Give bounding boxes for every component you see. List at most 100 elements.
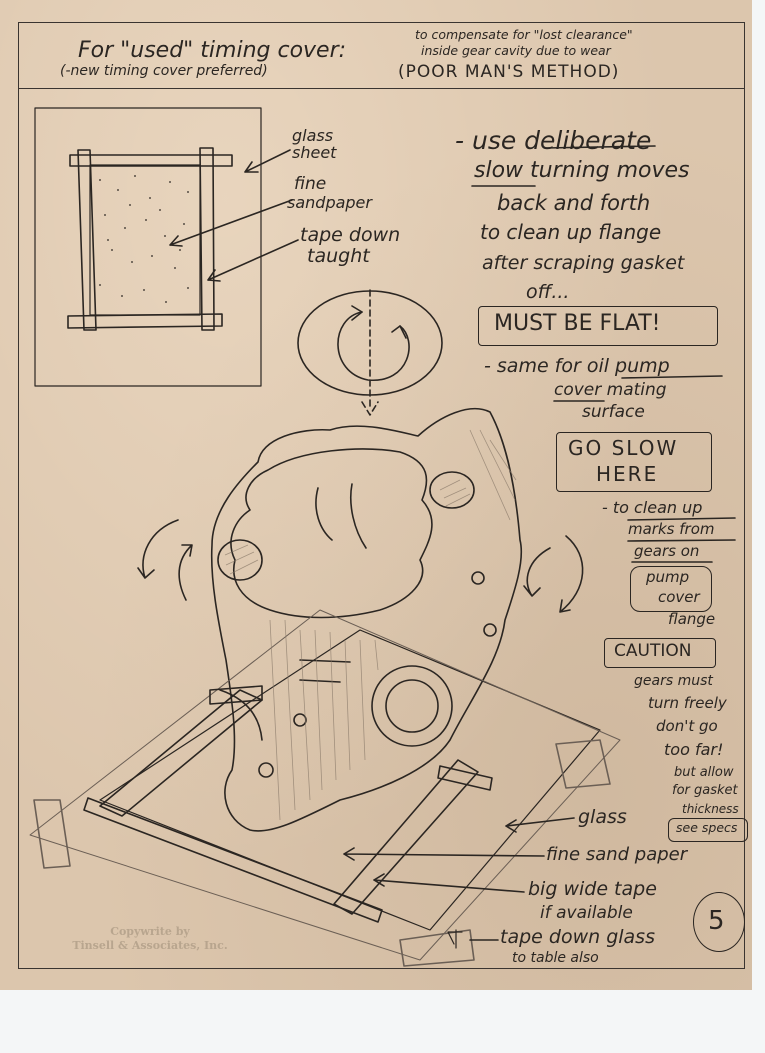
inset-tape-bottom [67, 313, 223, 329]
page-border [18, 22, 745, 969]
seal-bore-inner [385, 679, 439, 733]
inset-label-fine: fine [294, 174, 327, 194]
bottom-label-big-wide-tape: big wide tape [528, 878, 657, 900]
glass-outline [29, 609, 621, 961]
sandpaper-grit [99, 175, 189, 303]
inset-label-sheet: sheet [292, 143, 337, 162]
header-subtitle: (-new timing cover preferred) [60, 63, 268, 79]
arrow-glass-bottom [505, 817, 575, 833]
rib-2 [299, 679, 341, 683]
caution-line1: gears must [634, 673, 713, 689]
instruction-line3: back and forth [497, 191, 651, 215]
glass-corner-tape-left [33, 799, 71, 869]
cavity-mark-2 [349, 483, 367, 549]
underline-deliberate [544, 145, 656, 149]
caution-line7: thickness [682, 802, 739, 816]
caution-box [604, 638, 716, 668]
header-divider [18, 88, 745, 89]
curved-arrow-left-2 [178, 544, 193, 601]
rib-1 [299, 659, 351, 663]
arrow-fine-sand-paper [343, 847, 545, 861]
inset-label-sandpaper: sandpaper [287, 193, 372, 212]
arrow-glass [244, 149, 291, 173]
pump-cover-box [630, 566, 712, 612]
pencil-shading [224, 429, 517, 821]
caution-line5: but allow [674, 765, 734, 780]
clean-up-line2: marks from [628, 520, 715, 538]
oil-pump-line1: - same for oil pump [484, 355, 670, 377]
go-slow-box [556, 432, 712, 492]
pump-label: pump [646, 568, 690, 586]
bottom-label-fine-sand-paper: fine sand paper [546, 844, 688, 865]
copyright-stamp: Copywrite by Tinsell & Associates, Inc. [30, 925, 270, 953]
inset-tape-left [77, 149, 97, 331]
inset-label-taught: taught [307, 245, 370, 267]
bottom-label-to-table-also: to table also [512, 950, 599, 966]
tape-bottom-strip [83, 797, 383, 923]
cavity-mark-1 [315, 487, 333, 541]
go-slow-line2: HERE [596, 462, 659, 486]
inset-tape-top [69, 154, 233, 167]
caution-line2: turn freely [648, 694, 727, 712]
rotation-arrowhead-top [351, 305, 363, 321]
page-number: 5 [708, 906, 725, 936]
tape-right-tab [437, 765, 493, 791]
document-page: For "used" timing cover: (-new timing co… [0, 0, 752, 990]
curved-arrow-right-2 [523, 547, 551, 597]
instruction-line4: to clean up flange [480, 220, 662, 244]
must-be-flat-label: MUST BE FLAT! [494, 311, 661, 336]
bolt-hole-2 [293, 713, 307, 727]
must-be-flat-box [478, 306, 718, 346]
flange-label: flange [668, 610, 716, 628]
small-number-4 [447, 929, 463, 949]
arrow-big-wide-tape [373, 873, 525, 893]
gear-cavity-2 [217, 539, 263, 581]
oil-pump-line2: cover mating [554, 380, 667, 400]
gear-cavity-1 [429, 471, 475, 509]
rotation-inner [337, 311, 410, 381]
instruction-line1: - use deliberate [455, 126, 652, 155]
bolt-hole-3 [471, 571, 485, 585]
oil-pump-line3: surface [582, 402, 645, 422]
clean-up-line3: gears on [634, 542, 700, 560]
inset-tape-right [199, 147, 215, 331]
clean-up-line1: - to clean up [602, 498, 703, 517]
bolt-hole-4 [483, 623, 497, 637]
page-number-circle [693, 892, 745, 952]
header-title: For "used" timing cover: [78, 38, 347, 63]
inset-frame [34, 107, 262, 387]
arrow-tape [207, 239, 299, 282]
copyright-line1: Copywrite by [110, 925, 190, 938]
underline-clean-up [627, 517, 736, 521]
caution-label: CAUTION [614, 641, 692, 661]
header-note-line2: inside gear cavity due to wear [421, 43, 611, 58]
bottom-label-if-available: if available [540, 903, 633, 923]
bottom-label-tape-down-glass: tape down glass [500, 926, 655, 948]
curved-arrow-left-1 [137, 519, 179, 579]
tape-left-strip [99, 689, 263, 817]
go-slow-line1: GO SLOW [568, 436, 679, 460]
bottom-label-glass: glass [578, 806, 627, 828]
timing-cover-flange [230, 448, 433, 619]
seal-bore-outer [371, 665, 453, 747]
cover-label: cover [658, 588, 700, 606]
header-note-line1: to compensate for "lost clearance" [415, 27, 633, 42]
instruction-line6: off... [526, 281, 570, 303]
glass-corner-tape [399, 929, 475, 967]
caution-line3: don't go [656, 717, 718, 735]
header-method: (POOR MAN'S METHOD) [398, 62, 620, 82]
caution-line4: too far! [664, 740, 724, 759]
instruction-line5: after scraping gasket [482, 252, 685, 274]
underline-marks [627, 539, 736, 542]
glass-corner-tape-right [555, 739, 611, 789]
arrow-sandpaper [169, 199, 293, 247]
rib-3 [219, 689, 263, 741]
tape-right-strip [333, 759, 479, 915]
inset-label-tape-down: tape down [300, 224, 401, 246]
caution-line8: see specs [676, 820, 738, 835]
rotation-arrow [391, 325, 407, 339]
see-specs-box [668, 818, 748, 842]
inset-label-glass: glass [292, 126, 334, 145]
motion-center-line [361, 289, 379, 416]
curved-arrow-right-1 [559, 535, 584, 613]
